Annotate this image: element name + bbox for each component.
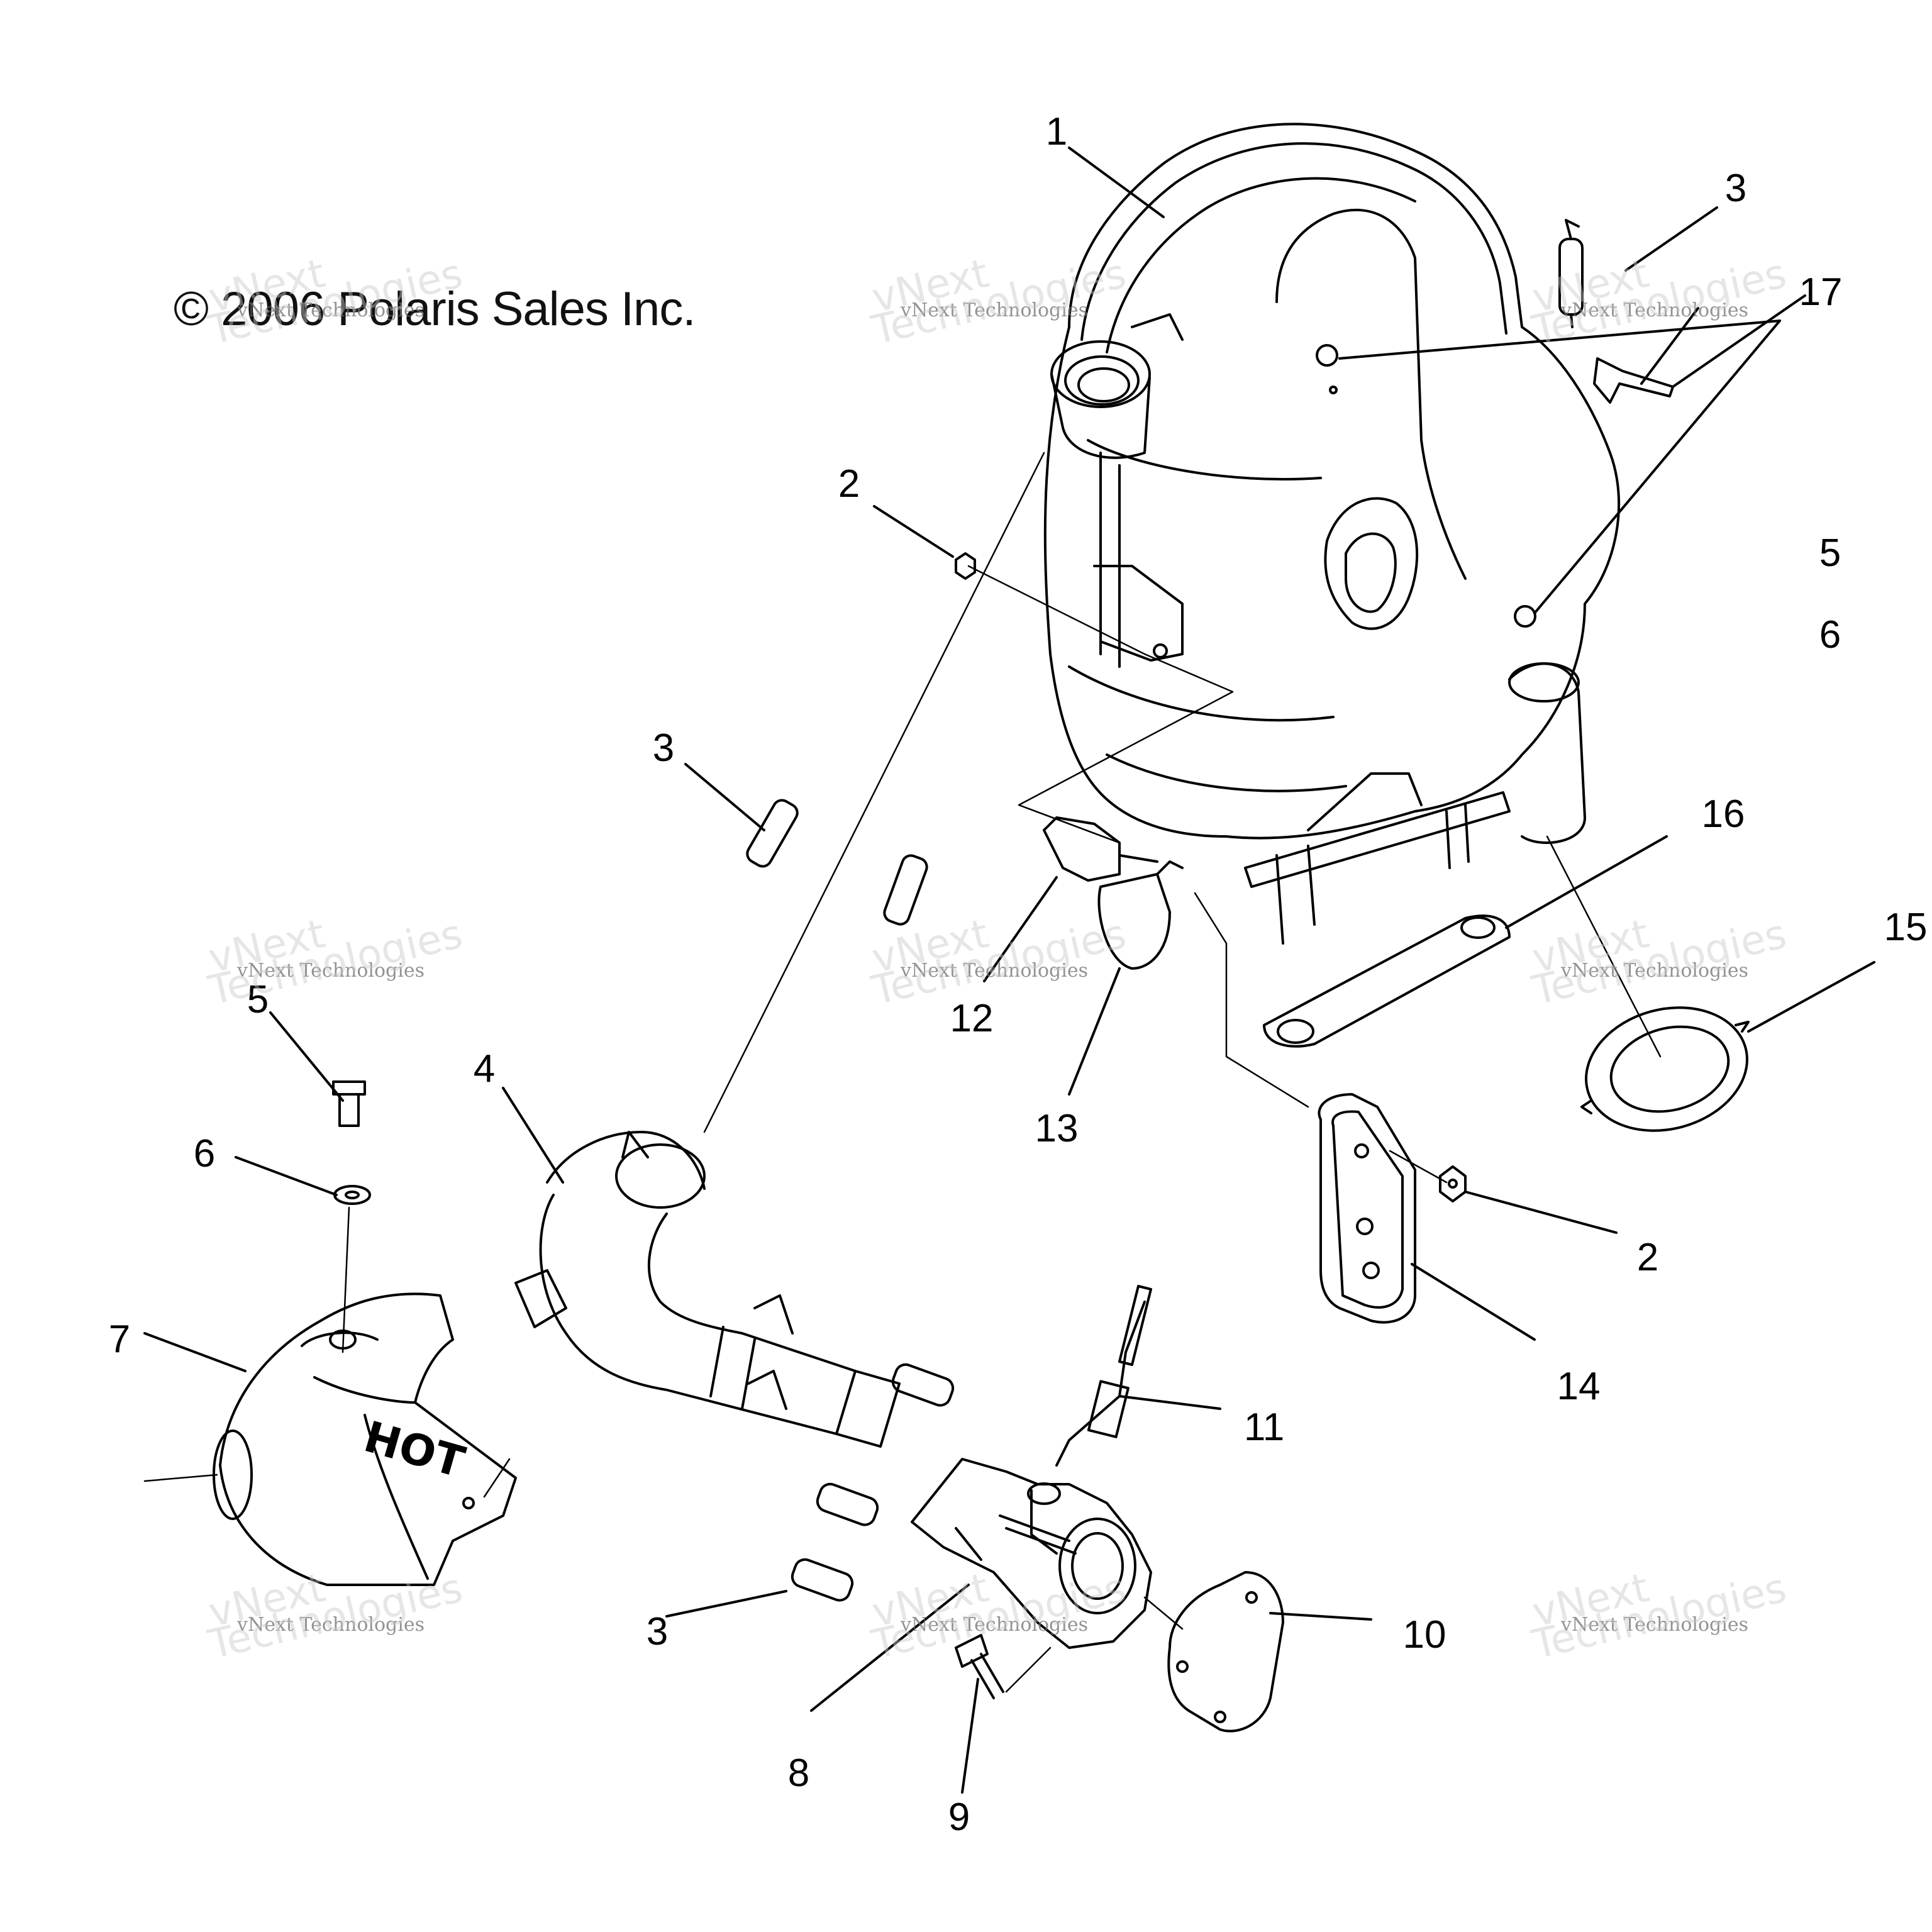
manifold-part bbox=[911, 1458, 1152, 1649]
callout-1: 1 bbox=[1045, 110, 1068, 153]
callout-8: 8 bbox=[787, 1752, 810, 1795]
hardware-part bbox=[332, 552, 1467, 1205]
heat-shield-part: HOT bbox=[213, 1292, 517, 1586]
leader-lines bbox=[143, 147, 1875, 1794]
springs-part bbox=[746, 219, 1584, 1602]
plate-part bbox=[1263, 914, 1511, 1048]
gasket-part bbox=[1167, 1571, 1284, 1733]
callout-14: 14 bbox=[1557, 1365, 1601, 1408]
callout-2-nut-lower: 2 bbox=[1636, 1236, 1659, 1279]
callout-13: 13 bbox=[1035, 1107, 1079, 1150]
clip-part bbox=[1593, 357, 1674, 404]
callout-11: 11 bbox=[1243, 1406, 1285, 1449]
muffler-part bbox=[1043, 123, 1621, 945]
callout-3-spring-top: 3 bbox=[1724, 167, 1747, 210]
callout-12: 12 bbox=[950, 997, 994, 1040]
sensor-part bbox=[1055, 1285, 1152, 1467]
callout-17: 17 bbox=[1799, 270, 1843, 314]
callout-10: 10 bbox=[1402, 1613, 1446, 1657]
copyright-notice: © 2006 Polaris Sales Inc. bbox=[174, 282, 696, 336]
assembly-lines bbox=[143, 452, 1662, 1693]
callout-7: 7 bbox=[108, 1318, 131, 1361]
strap-part bbox=[1097, 860, 1184, 970]
callout-6-right: 6 bbox=[1819, 613, 1841, 657]
callout-15: 15 bbox=[1884, 906, 1928, 949]
callout-2-nut: 2 bbox=[838, 462, 860, 506]
callout-6-left: 6 bbox=[193, 1132, 216, 1175]
callout-3-spring-mid: 3 bbox=[652, 726, 675, 770]
callout-3-spring-bottom: 3 bbox=[646, 1610, 669, 1653]
isolator-part bbox=[1043, 816, 1158, 882]
ring-gasket-part bbox=[1580, 1006, 1750, 1132]
callout-9: 9 bbox=[948, 1796, 970, 1839]
bracket-part bbox=[1318, 1093, 1416, 1324]
exhaust-pipe-part bbox=[514, 1131, 901, 1448]
callout-5-left: 5 bbox=[247, 978, 269, 1021]
callout-16: 16 bbox=[1701, 792, 1745, 836]
callout-4: 4 bbox=[473, 1047, 496, 1091]
heat-shield-label: HOT bbox=[358, 1412, 470, 1488]
callout-5-right: 5 bbox=[1819, 531, 1841, 575]
bolt-part bbox=[955, 1634, 1004, 1699]
